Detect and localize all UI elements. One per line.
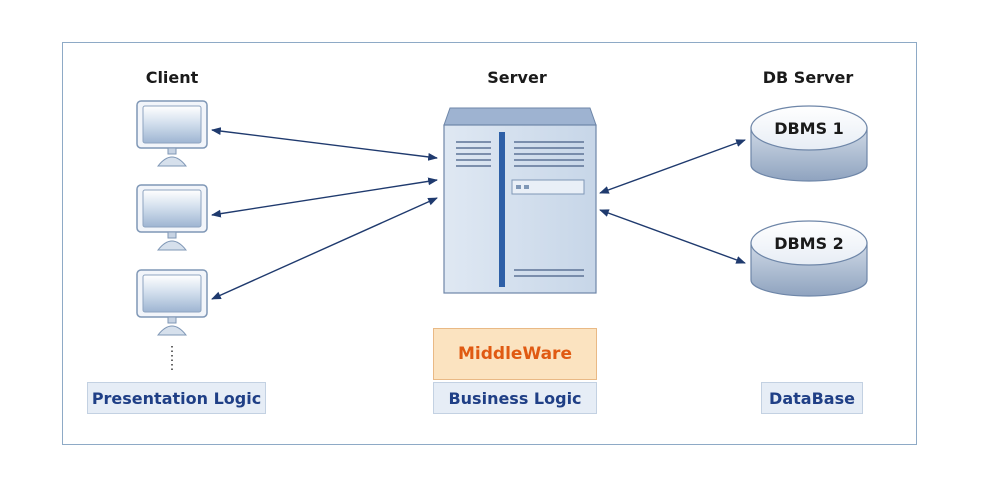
client-monitor-3 [136, 269, 208, 336]
client-monitor-1 [136, 100, 208, 167]
database-tag: DataBase [761, 382, 863, 414]
monitor-icon [136, 269, 208, 336]
presentation-logic-tag: Presentation Logic [87, 382, 266, 414]
db-server-header: DB Server [762, 68, 854, 87]
diagram-frame [62, 42, 917, 445]
arrow-server-dbms2 [599, 209, 746, 264]
arrow-client2-server [211, 177, 438, 218]
client-header: Client [145, 68, 199, 87]
arrow-client1-server [211, 127, 438, 161]
dbms-2-label: DBMS 2 [774, 234, 844, 253]
database-cylinder-icon [750, 220, 868, 297]
arrow-client3-server [211, 197, 438, 300]
monitor-icon [136, 184, 208, 251]
database-cylinder-icon [750, 105, 868, 182]
server-header: Server [487, 68, 547, 87]
dbms-2-cylinder: DBMS 2 [750, 220, 868, 297]
business-logic-tag: Business Logic [433, 382, 597, 414]
dbms-1-label: DBMS 1 [774, 119, 844, 138]
middleware-box: MiddleWare [433, 328, 597, 380]
dbms-1-cylinder: DBMS 1 [750, 105, 868, 182]
monitor-icon [136, 100, 208, 167]
server-icon [443, 107, 597, 294]
client-monitor-2 [136, 184, 208, 251]
arrow-server-dbms1 [599, 139, 746, 194]
